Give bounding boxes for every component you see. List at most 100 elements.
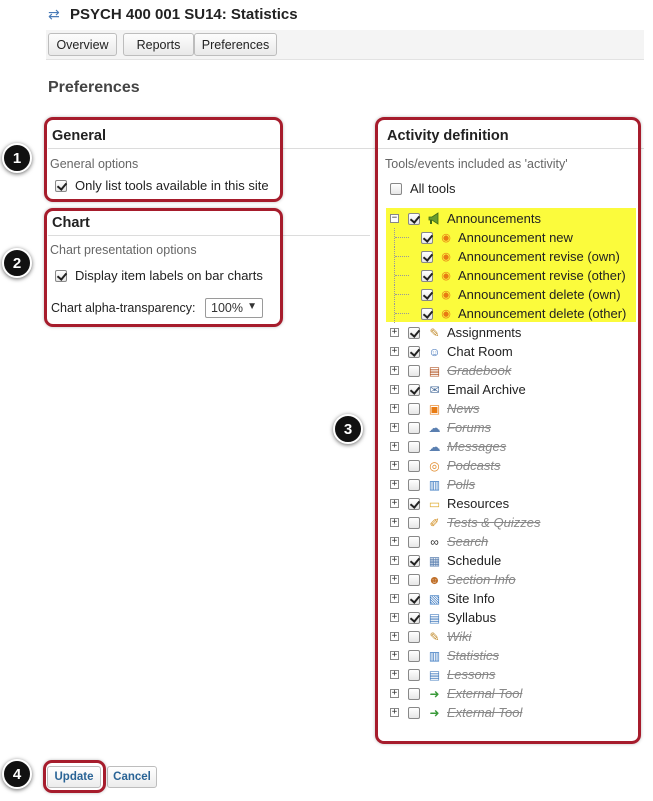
expand-toggle-icon[interactable]: + (390, 593, 399, 603)
tree-item-tool: +▤Lessons (390, 665, 495, 684)
podcast-icon: ◎ (429, 458, 440, 473)
email-icon: ✉ (429, 382, 440, 397)
tool-checkbox[interactable] (408, 592, 420, 605)
tree-child-announcement-revise-own: ◉ Announcement revise (own) (390, 247, 620, 266)
megaphone-icon (427, 211, 442, 226)
all-tools-checkbox[interactable] (390, 182, 402, 195)
announcement-delete-own-label: Announcement delete (own) (458, 287, 621, 302)
tool-label: Polls (447, 477, 476, 492)
expand-toggle-icon[interactable]: + (390, 707, 399, 717)
tool-checkbox[interactable] (408, 535, 420, 548)
tool-checkbox[interactable] (408, 687, 420, 700)
page-title: Preferences (48, 79, 140, 96)
tool-checkbox[interactable] (408, 402, 420, 415)
expand-toggle-icon[interactable]: + (390, 365, 399, 375)
tree-child-announcement-new: ◉ Announcement new (390, 228, 573, 247)
announcement-new-checkbox[interactable] (421, 231, 433, 244)
expand-toggle-icon[interactable]: + (390, 403, 399, 413)
tool-checkbox[interactable] (408, 440, 420, 453)
expand-toggle-icon[interactable]: + (390, 612, 399, 622)
only-available-tools-checkbox[interactable] (55, 179, 67, 192)
expand-toggle-icon[interactable]: + (390, 441, 399, 451)
tool-checkbox[interactable] (408, 554, 420, 567)
cancel-button[interactable]: Cancel (107, 766, 157, 788)
expand-toggle-icon[interactable]: + (390, 669, 399, 679)
tab-overview[interactable]: Overview (48, 33, 117, 56)
tool-checkbox[interactable] (408, 326, 420, 339)
tool-checkbox[interactable] (408, 383, 420, 396)
update-button[interactable]: Update (47, 766, 101, 788)
tree-item-tool: +☻Section Info (390, 570, 516, 589)
folder-icon: ▭ (428, 496, 441, 511)
expand-toggle-icon[interactable]: + (390, 517, 399, 527)
event-feed-icon: ◉ (441, 289, 451, 301)
tool-checkbox[interactable] (408, 706, 420, 719)
forums-icon: ☁ (428, 420, 441, 435)
external-tool-icon: ➜ (429, 705, 440, 720)
only-available-tools-option: Only list tools available in this site (55, 178, 269, 193)
expand-toggle-icon[interactable]: + (390, 536, 399, 546)
tool-checkbox[interactable] (408, 478, 420, 491)
expand-toggle-icon[interactable]: + (390, 460, 399, 470)
tool-checkbox[interactable] (408, 516, 420, 529)
general-sublabel: General options (50, 157, 139, 171)
expand-toggle-icon[interactable]: + (390, 650, 399, 660)
section-icon: ☻ (428, 572, 441, 587)
tool-checkbox[interactable] (408, 421, 420, 434)
tab-reports[interactable]: Reports (123, 33, 194, 56)
tree-child-announcement-delete-own: ◉ Announcement delete (own) (390, 285, 621, 304)
event-feed-icon: ◉ (441, 232, 451, 244)
tree-item-tool: + ▥ Statistics (390, 646, 499, 665)
expand-toggle-icon[interactable]: + (390, 555, 399, 565)
tool-label: Chat Room (447, 344, 513, 359)
chat-icon: ☺ (428, 344, 441, 359)
tool-label: Lessons (447, 667, 496, 682)
expand-toggle-icon[interactable]: + (390, 384, 399, 394)
pencil-icon: ✐ (429, 515, 440, 530)
expand-toggle-icon[interactable]: + (390, 688, 399, 698)
tool-label: Messages (447, 439, 507, 454)
tree-item-tool: + ☺ Chat Room (390, 342, 513, 361)
tool-checkbox[interactable] (408, 573, 420, 586)
tree-item-tool: +✎Assignments (390, 323, 521, 342)
tab-preferences[interactable]: Preferences (194, 33, 277, 56)
external-tool-icon: ➜ (429, 686, 440, 701)
activity-divider (370, 148, 644, 149)
tool-checkbox[interactable] (408, 611, 420, 624)
polls-icon: ▥ (428, 477, 441, 492)
expand-toggle-icon[interactable]: + (390, 422, 399, 432)
alpha-transparency-label: Chart alpha-transparency: (51, 301, 196, 315)
alpha-transparency-select[interactable]: 100% ▼ (205, 298, 263, 318)
expand-toggle-icon[interactable]: + (390, 631, 399, 641)
refresh-arrows-icon[interactable]: ⇄ (48, 6, 60, 22)
expand-toggle-icon[interactable]: + (390, 574, 399, 584)
expand-toggle-icon[interactable]: + (390, 327, 399, 337)
announcements-checkbox[interactable] (408, 212, 420, 225)
title-bar: ⇄ PSYCH 400 001 SU14: Statistics (48, 4, 298, 24)
tool-checkbox[interactable] (408, 459, 420, 472)
announcement-revise-other-checkbox[interactable] (421, 269, 433, 282)
expand-toggle-icon[interactable]: + (390, 346, 399, 356)
binoculars-icon: ∞ (430, 534, 439, 549)
tool-checkbox[interactable] (408, 345, 420, 358)
statistics-icon: ▥ (428, 648, 441, 663)
tree-item-tool: + ▥ Polls (390, 475, 475, 494)
display-item-labels-checkbox[interactable] (55, 269, 67, 282)
wiki-icon: ✎ (429, 629, 440, 644)
announcement-revise-own-checkbox[interactable] (421, 250, 433, 263)
tool-checkbox[interactable] (408, 668, 420, 681)
tool-checkbox[interactable] (408, 364, 420, 377)
tool-label: Gradebook (447, 363, 512, 378)
announcement-delete-own-checkbox[interactable] (421, 288, 433, 301)
tool-checkbox[interactable] (408, 497, 420, 510)
tool-checkbox[interactable] (408, 649, 420, 662)
expand-toggle-icon[interactable]: + (390, 479, 399, 489)
assignment-icon: ✎ (429, 325, 440, 340)
tool-label: Statistics (447, 648, 500, 663)
tree-item-announcements: − Announcements (390, 209, 541, 228)
tool-label: Search (447, 534, 489, 549)
expand-toggle-icon[interactable]: + (390, 498, 399, 508)
announcement-delete-other-checkbox[interactable] (421, 307, 433, 320)
tool-checkbox[interactable] (408, 630, 420, 643)
collapse-toggle-icon[interactable]: − (390, 213, 399, 223)
